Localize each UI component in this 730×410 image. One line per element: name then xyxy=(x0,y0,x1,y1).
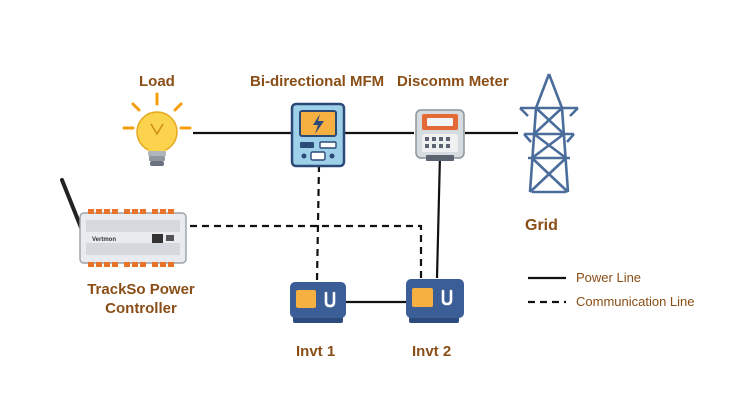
legend-communication-line-label: Communication Line xyxy=(576,294,695,309)
inverter-icon xyxy=(406,279,464,323)
mfm-label: Bi-directional MFM xyxy=(250,73,385,90)
utility-meter-icon xyxy=(415,109,465,161)
power-line-discomm-invt2 xyxy=(435,154,442,279)
antenna xyxy=(60,178,84,232)
inverter-icon xyxy=(290,282,346,323)
energy-meter-icon xyxy=(290,102,346,168)
controller-device-icon: Vertmon xyxy=(60,178,187,267)
communication-lines xyxy=(190,164,423,282)
power-lines xyxy=(193,131,518,304)
comm-line-mfm-invt1 xyxy=(315,164,321,282)
controller-label-line1: TrackSo Power xyxy=(87,281,195,298)
invt1-label: Invt 1 xyxy=(296,343,336,360)
load-label: Load xyxy=(139,73,175,90)
discomm-label: Discomm Meter xyxy=(397,73,509,90)
controller-label-line2: Controller xyxy=(105,299,177,317)
controller-label: TrackSo Power Controller xyxy=(78,281,204,319)
light-bulb-icon xyxy=(122,92,192,166)
grid-label: Grid xyxy=(525,217,558,234)
comm-line-controller-invt2 xyxy=(190,224,423,278)
legend-power-line-label: Power Line xyxy=(576,270,642,285)
controller-brand-text: Vertmon xyxy=(92,237,116,243)
invt2-label: Invt 2 xyxy=(412,343,452,360)
transmission-tower-icon xyxy=(519,73,579,194)
